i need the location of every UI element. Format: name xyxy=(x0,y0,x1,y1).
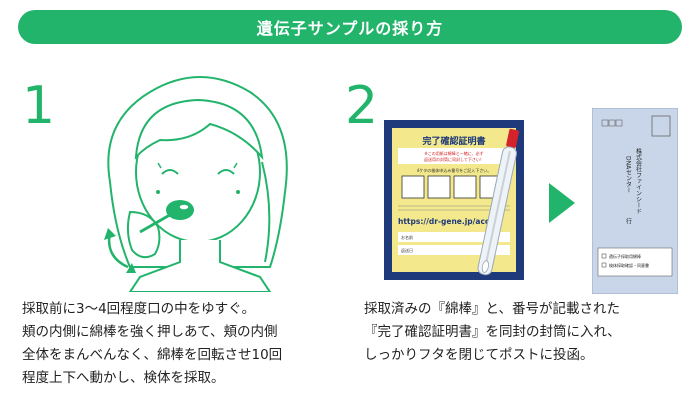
certificate-date-label: 返送日 xyxy=(401,247,413,253)
arrow-right-icon xyxy=(549,183,575,223)
envelope-address-2: DNAセンター xyxy=(625,156,632,193)
envelope-suffix: 行 xyxy=(625,217,632,225)
certificate-name-label: お名前 xyxy=(401,234,413,240)
page-title: 遺伝子サンプルの採り方 xyxy=(18,10,682,44)
envelope-check-1: 遺伝子採取用綿棒 xyxy=(609,253,641,259)
step-2-description: 採取済みの『綿棒』と、番号が記載された 『完了確認証明書』を同封の封筒に入れ、 … xyxy=(364,301,621,363)
certificate-warning-1: ※この用紙は綿棒と一緒に、必ず xyxy=(424,150,483,156)
certificate-title: 完了確認証明書 xyxy=(422,135,485,147)
swab-mouth-illustration xyxy=(104,76,288,292)
envelope-address-1: 株式会社ファインシード xyxy=(635,147,642,214)
return-envelope: 株式会社ファインシード DNAセンター 行 遺伝子採取用綿棒 検体採取確認・同意… xyxy=(592,108,678,294)
certificate-url: https://dr-gene.jp/acc xyxy=(398,217,489,226)
step-2-number: 2 xyxy=(345,76,379,136)
step-1-number: 1 xyxy=(22,76,56,136)
swab-tube xyxy=(477,128,520,276)
certificate-instruction: 4ケタの検体申込み番号をご記入下さい。 xyxy=(417,167,492,173)
envelope-check-2: 検体採取確認・同意書 xyxy=(609,262,649,268)
certificate-warning-2: 返送用の封筒に同封して下さい！ xyxy=(424,156,484,162)
step-1-description: 採取前に3〜4回程度口の中をゆすぐ。 頬の内側に綿棒を強く押しあて、頬の内側 全… xyxy=(22,301,283,386)
